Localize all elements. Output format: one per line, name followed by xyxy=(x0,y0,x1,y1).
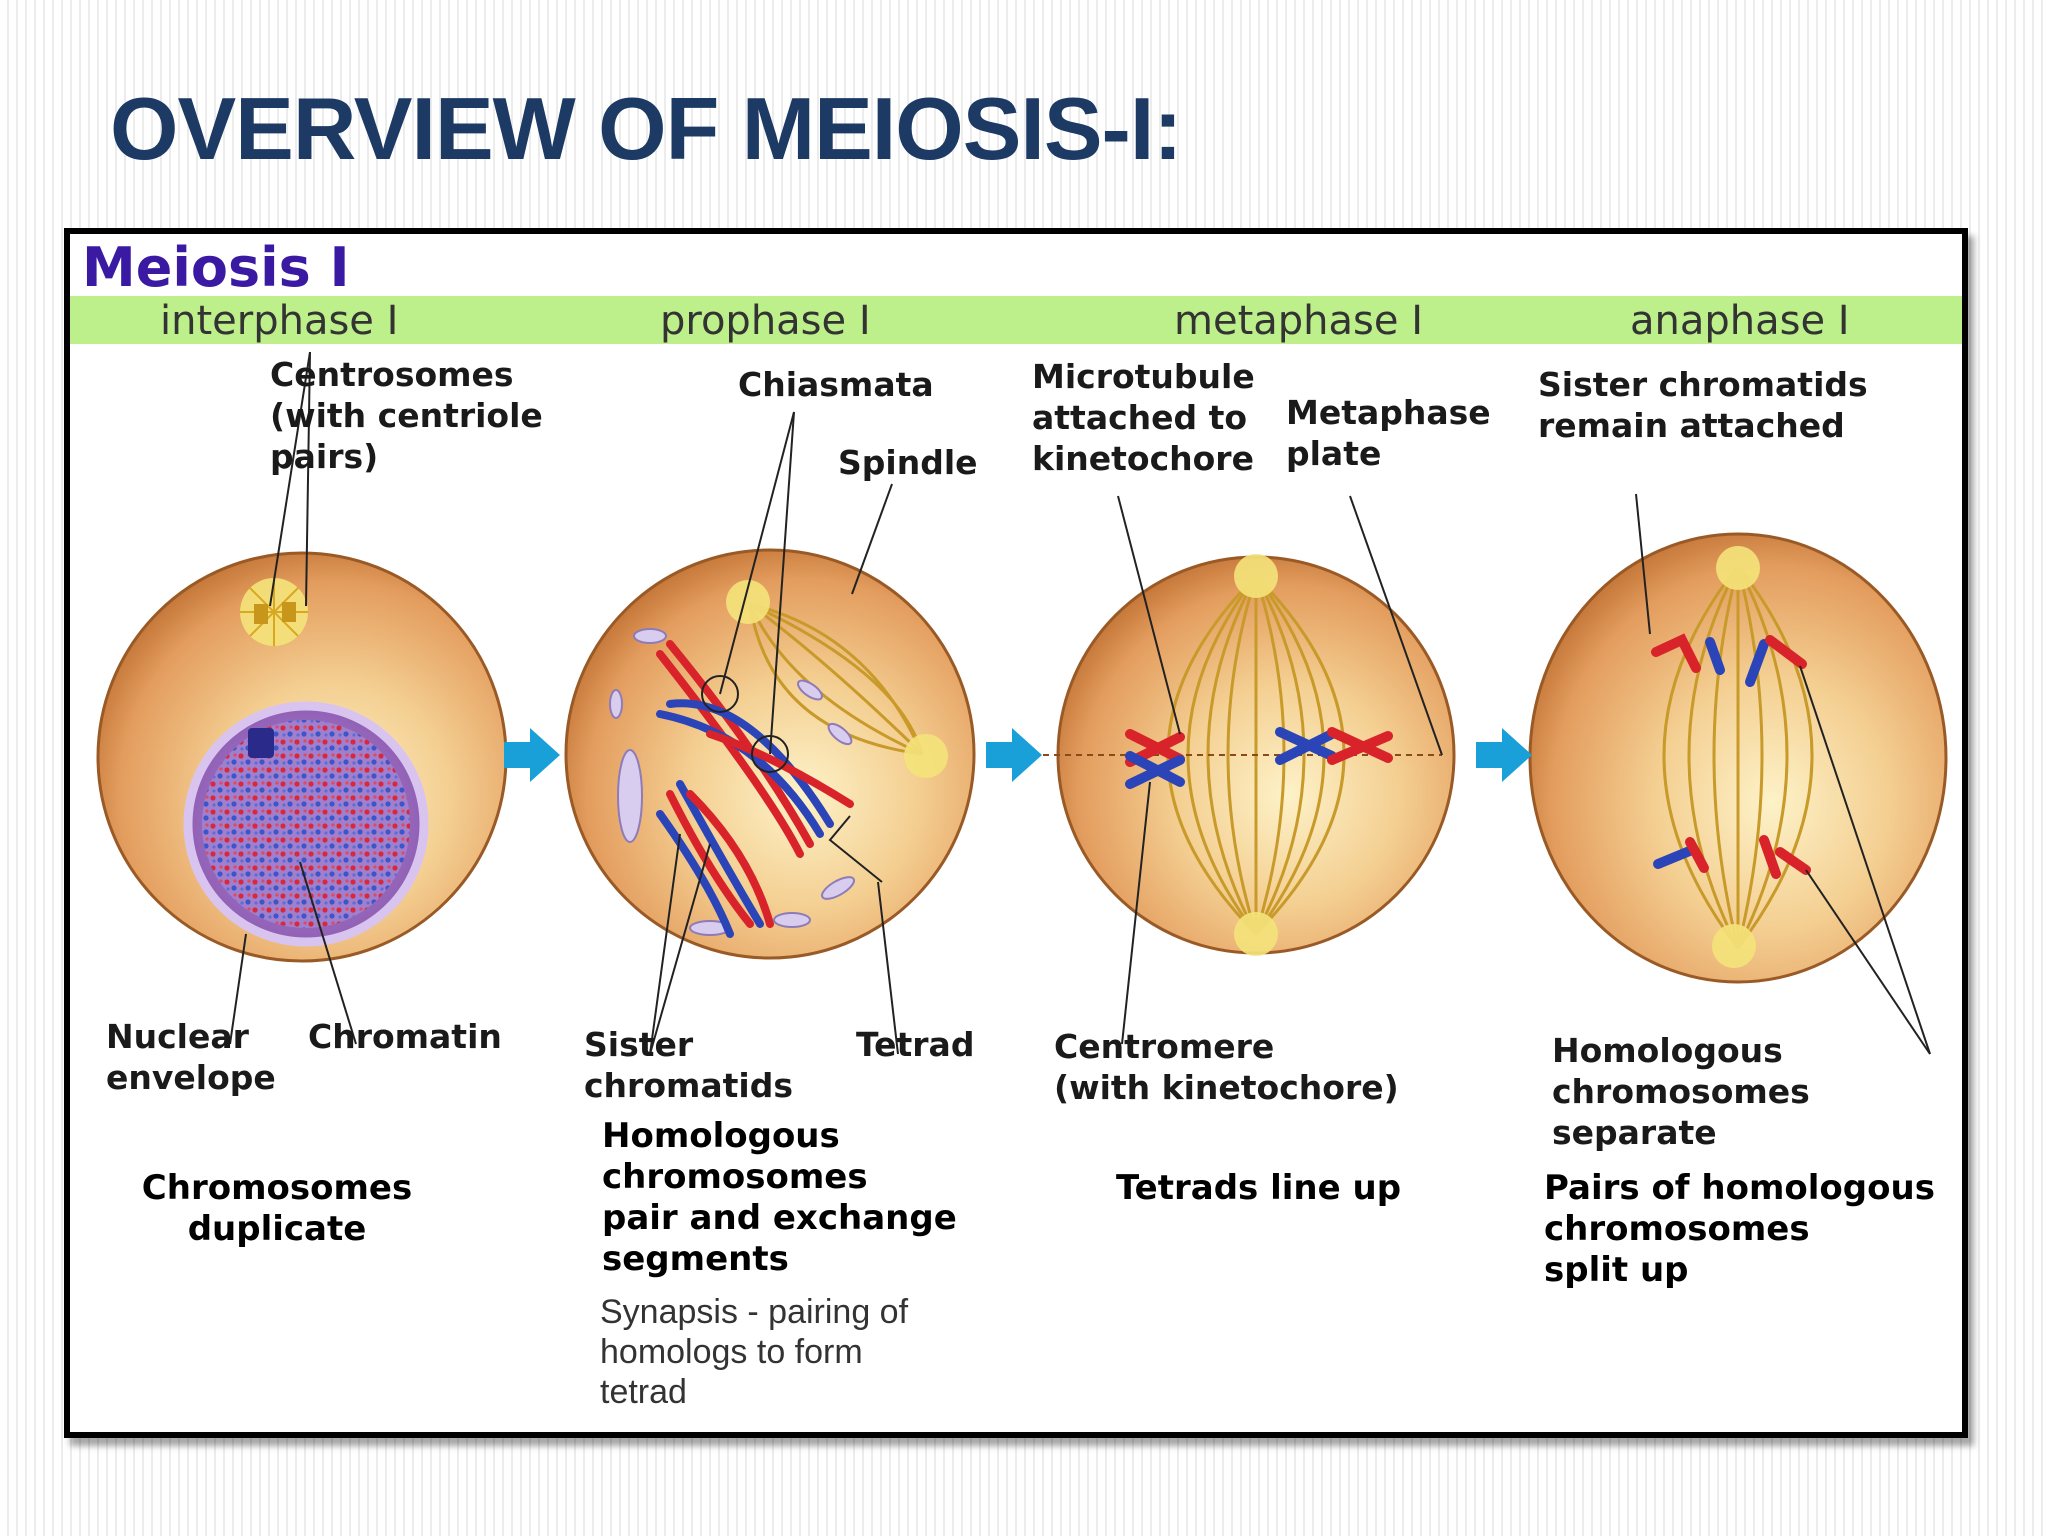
centrosome-icon xyxy=(240,578,308,646)
metaphase-cell xyxy=(1010,554,1456,956)
meiosis-illustration xyxy=(96,351,1948,1055)
label-sister-attached: Sister chromatids remain attached xyxy=(1538,365,1868,445)
leader-lines xyxy=(229,351,1931,1055)
summary-metaphase: Tetrads line up xyxy=(1116,1168,1402,1208)
arrow-icon xyxy=(986,728,1042,782)
phase-label-anaphase: anaphase I xyxy=(1630,298,1850,344)
label-centromere: Centromere (with kinetochore) xyxy=(1054,1027,1399,1107)
label-nuclear-envelope: Nuclear envelope xyxy=(106,1017,276,1097)
meiosis-figure: Meiosis I interphase I prophase I metaph… xyxy=(64,228,1968,1438)
prophase-note: Synapsis - pairing of homologs to form t… xyxy=(600,1293,909,1411)
label-centrosomes: Centrosomes (with centriole pairs) xyxy=(270,355,543,476)
summary-interphase: Chromosomes duplicate xyxy=(141,1168,413,1249)
interphase-cell xyxy=(96,551,508,963)
label-metaphase-plate: Metaphase plate xyxy=(1286,393,1491,473)
summary-prophase: Homologous chromosomes pair and exchange… xyxy=(602,1116,957,1279)
label-chiasmata: Chiasmata xyxy=(738,365,934,404)
anaphase-cell xyxy=(1528,532,1948,984)
arrow-icon xyxy=(1476,728,1532,782)
label-spindle: Spindle xyxy=(838,443,978,482)
label-sister-chromatids: Sister chromatids xyxy=(584,1025,794,1105)
phase-label-prophase: prophase I xyxy=(660,298,871,344)
summary-anaphase: Pairs of homologous chromosomes split up xyxy=(1544,1168,1935,1290)
phase-label-metaphase: metaphase I xyxy=(1174,298,1423,344)
figure-title: Meiosis I xyxy=(82,236,350,299)
label-homologous-separate: Homologous chromosomes separate xyxy=(1552,1031,1810,1152)
arrow-icon xyxy=(504,728,560,782)
label-microtubule: Microtubule attached to kinetochore xyxy=(1032,357,1255,478)
phase-label-interphase: interphase I xyxy=(160,298,399,344)
label-tetrad: Tetrad xyxy=(856,1025,975,1064)
slide-title: OVERVIEW OF MEIOSIS-I: xyxy=(110,79,1183,178)
phase-band xyxy=(70,296,1962,344)
label-chromatin: Chromatin xyxy=(308,1017,502,1056)
